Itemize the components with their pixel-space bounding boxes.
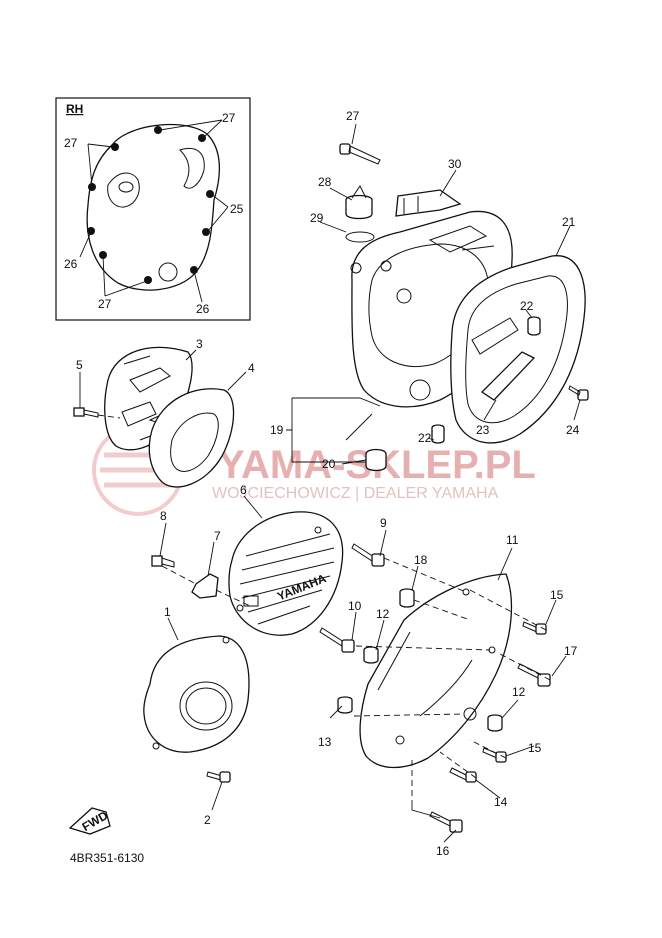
callout-28: 28 [318, 175, 332, 189]
part-20-seal [365, 448, 387, 472]
part-1-cover [143, 635, 250, 753]
fwd-arrow-icon: FWD [68, 807, 111, 835]
part-23-seal-strip [480, 351, 536, 401]
part-11-side-cover [359, 573, 513, 769]
assembly-lines [97, 414, 551, 819]
part-22-dowel-lower [431, 424, 445, 444]
callout-14: 14 [494, 795, 508, 809]
inset-label-26a: 26 [64, 257, 78, 271]
callout-3: 3 [196, 337, 203, 351]
part-14-bolt [449, 767, 477, 783]
callout-8: 8 [160, 509, 167, 523]
part-16-bolt [429, 811, 463, 833]
callout-22b: 22 [418, 431, 432, 445]
callout-6: 6 [240, 483, 247, 497]
part-27-bolt [339, 143, 381, 165]
part-15-bolt-lower [482, 747, 507, 763]
callout-19: 19 [270, 423, 284, 437]
callout-12a: 12 [376, 607, 390, 621]
part-13-dowel [337, 696, 353, 714]
part-6-yamaha-cover: YAMAHA [228, 511, 344, 636]
callout-29: 29 [310, 211, 324, 225]
callout-1: 1 [164, 605, 171, 619]
part-8-screw [151, 555, 175, 568]
callout-21: 21 [562, 215, 576, 229]
callout-30: 30 [448, 157, 462, 171]
part-12-collar-right [487, 714, 503, 732]
inset-bolt-holes [87, 126, 214, 284]
inset-label-27b: 27 [222, 111, 236, 125]
diagram-code: 4BR351-6130 [70, 851, 144, 865]
callout-12b: 12 [512, 685, 526, 699]
part-4-gasket [148, 388, 235, 488]
inset-label-25: 25 [230, 202, 244, 216]
callout-7: 7 [214, 529, 221, 543]
callout-22a: 22 [520, 299, 534, 313]
part-30-guide [395, 189, 462, 217]
callout-15a: 15 [550, 588, 564, 602]
callout-5: 5 [76, 358, 83, 372]
inset-label-27a: 27 [64, 136, 78, 150]
callout-27: 27 [346, 109, 360, 123]
callout-16: 16 [436, 844, 450, 858]
rh-inset: RH 27 27 25 26 27 26 [55, 97, 251, 321]
callout-24: 24 [566, 423, 580, 437]
watermark-tagline: WOJCIECHOWICZ | DEALER YAMAHA [212, 485, 499, 502]
part-12-collar-left [363, 646, 379, 664]
callout-23: 23 [476, 423, 490, 437]
callout-labels: 1 2 3 4 5 6 7 8 9 10 11 12 12 13 14 15 1… [76, 109, 580, 858]
callout-11: 11 [506, 533, 519, 547]
part-17-bolt [517, 663, 551, 687]
part-28-oil-cap [345, 185, 373, 220]
part-29-o-ring [345, 231, 375, 243]
callout-13: 13 [318, 735, 332, 749]
callout-10: 10 [348, 599, 362, 613]
part-7-bracket [191, 573, 219, 599]
part-18-dowel [399, 588, 415, 608]
inset-cover-outline [86, 123, 221, 291]
part-22-dowel-upper [527, 316, 541, 336]
inset-label-26b: 26 [196, 302, 210, 316]
callout-4: 4 [248, 361, 255, 375]
leader-lines [79, 123, 581, 843]
part-21-gasket [450, 255, 586, 444]
callout-2: 2 [204, 813, 211, 827]
part-9-bolt [351, 543, 385, 567]
callout-20: 20 [322, 457, 336, 471]
inset-label-27c: 27 [98, 297, 112, 311]
callout-15b: 15 [528, 741, 542, 755]
part-15-bolt-upper [522, 621, 547, 635]
part-24-bolt [568, 385, 589, 401]
callout-17: 17 [564, 644, 578, 658]
part-2-bolt [206, 771, 231, 783]
part-5-screw [73, 407, 99, 418]
callout-18: 18 [414, 553, 428, 567]
inset-title: RH [66, 102, 83, 116]
callout-9: 9 [380, 516, 387, 530]
part-10-bolt [319, 627, 355, 653]
